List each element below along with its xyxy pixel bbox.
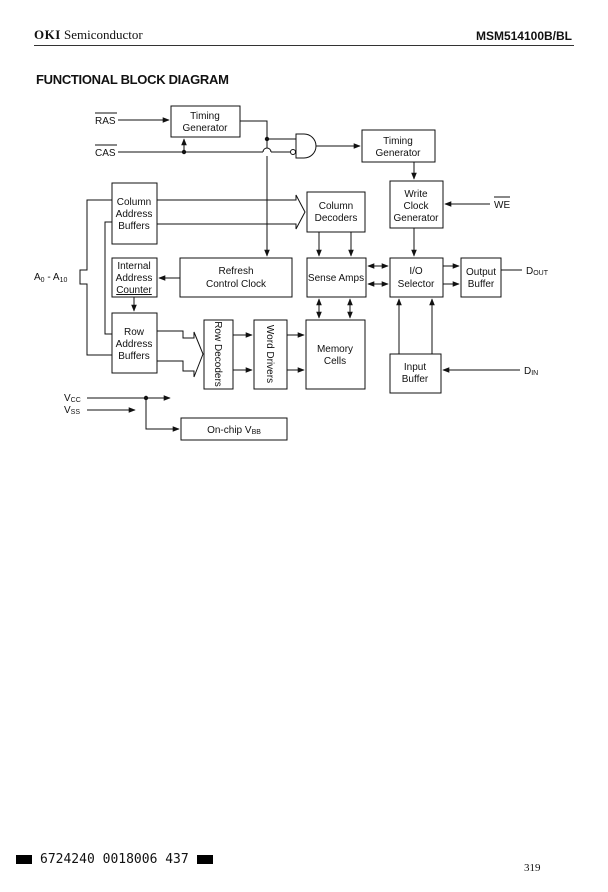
- block-output-buffer: [460, 257, 502, 298]
- block-column-decoders: [306, 191, 366, 233]
- brand-logo: OKI Semiconductor: [34, 27, 143, 43]
- signal-dout: DOUT: [526, 266, 549, 277]
- block-timing-generator-2: [361, 129, 436, 163]
- barcode-text: 6724240 0018006 437: [40, 852, 189, 867]
- label-row-decoders: Row Decoders: [212, 321, 223, 387]
- label-onchip-vbb: On-chip VBB: [207, 425, 261, 436]
- signal-we: WE: [494, 200, 510, 211]
- label-word-drivers: Word Drivers: [264, 325, 275, 383]
- block-onchip-vbb: [180, 417, 288, 441]
- block-write-clock-generator: [389, 180, 444, 229]
- signal-vss: VSS: [64, 405, 80, 416]
- block-column-address-buffers: [111, 182, 158, 245]
- block-row-address-buffers: [111, 312, 158, 374]
- header-rule: [34, 45, 574, 46]
- part-number: MSM514100B/BL: [475, 29, 572, 43]
- section-title: FUNCTIONAL BLOCK DIAGRAM: [36, 72, 229, 87]
- barcode-block-right: [196, 855, 213, 864]
- signal-address: A0 - A10: [34, 272, 67, 284]
- signal-ras: RAS: [95, 116, 116, 127]
- signal-cas: CAS: [95, 148, 116, 159]
- block-io-selector: [389, 257, 444, 298]
- block-memory-cells: [305, 319, 366, 390]
- footer-barcode: 6724240 0018006 437: [16, 852, 213, 867]
- block-refresh-control-clock: [179, 257, 293, 298]
- brand-semiconductor: Semiconductor: [64, 27, 143, 42]
- block-sense-amps: [306, 257, 367, 298]
- block-row-decoders: [203, 319, 234, 390]
- block-word-drivers: [253, 319, 288, 390]
- signal-vcc: VCC: [64, 393, 81, 404]
- signal-din: DIN: [524, 366, 538, 377]
- block-input-buffer: [389, 353, 442, 394]
- brand-oki: OKI: [34, 27, 61, 42]
- barcode-block-left: [16, 855, 32, 864]
- label-sense-amps: Sense Amps: [308, 273, 364, 284]
- page-number: 319: [524, 862, 541, 874]
